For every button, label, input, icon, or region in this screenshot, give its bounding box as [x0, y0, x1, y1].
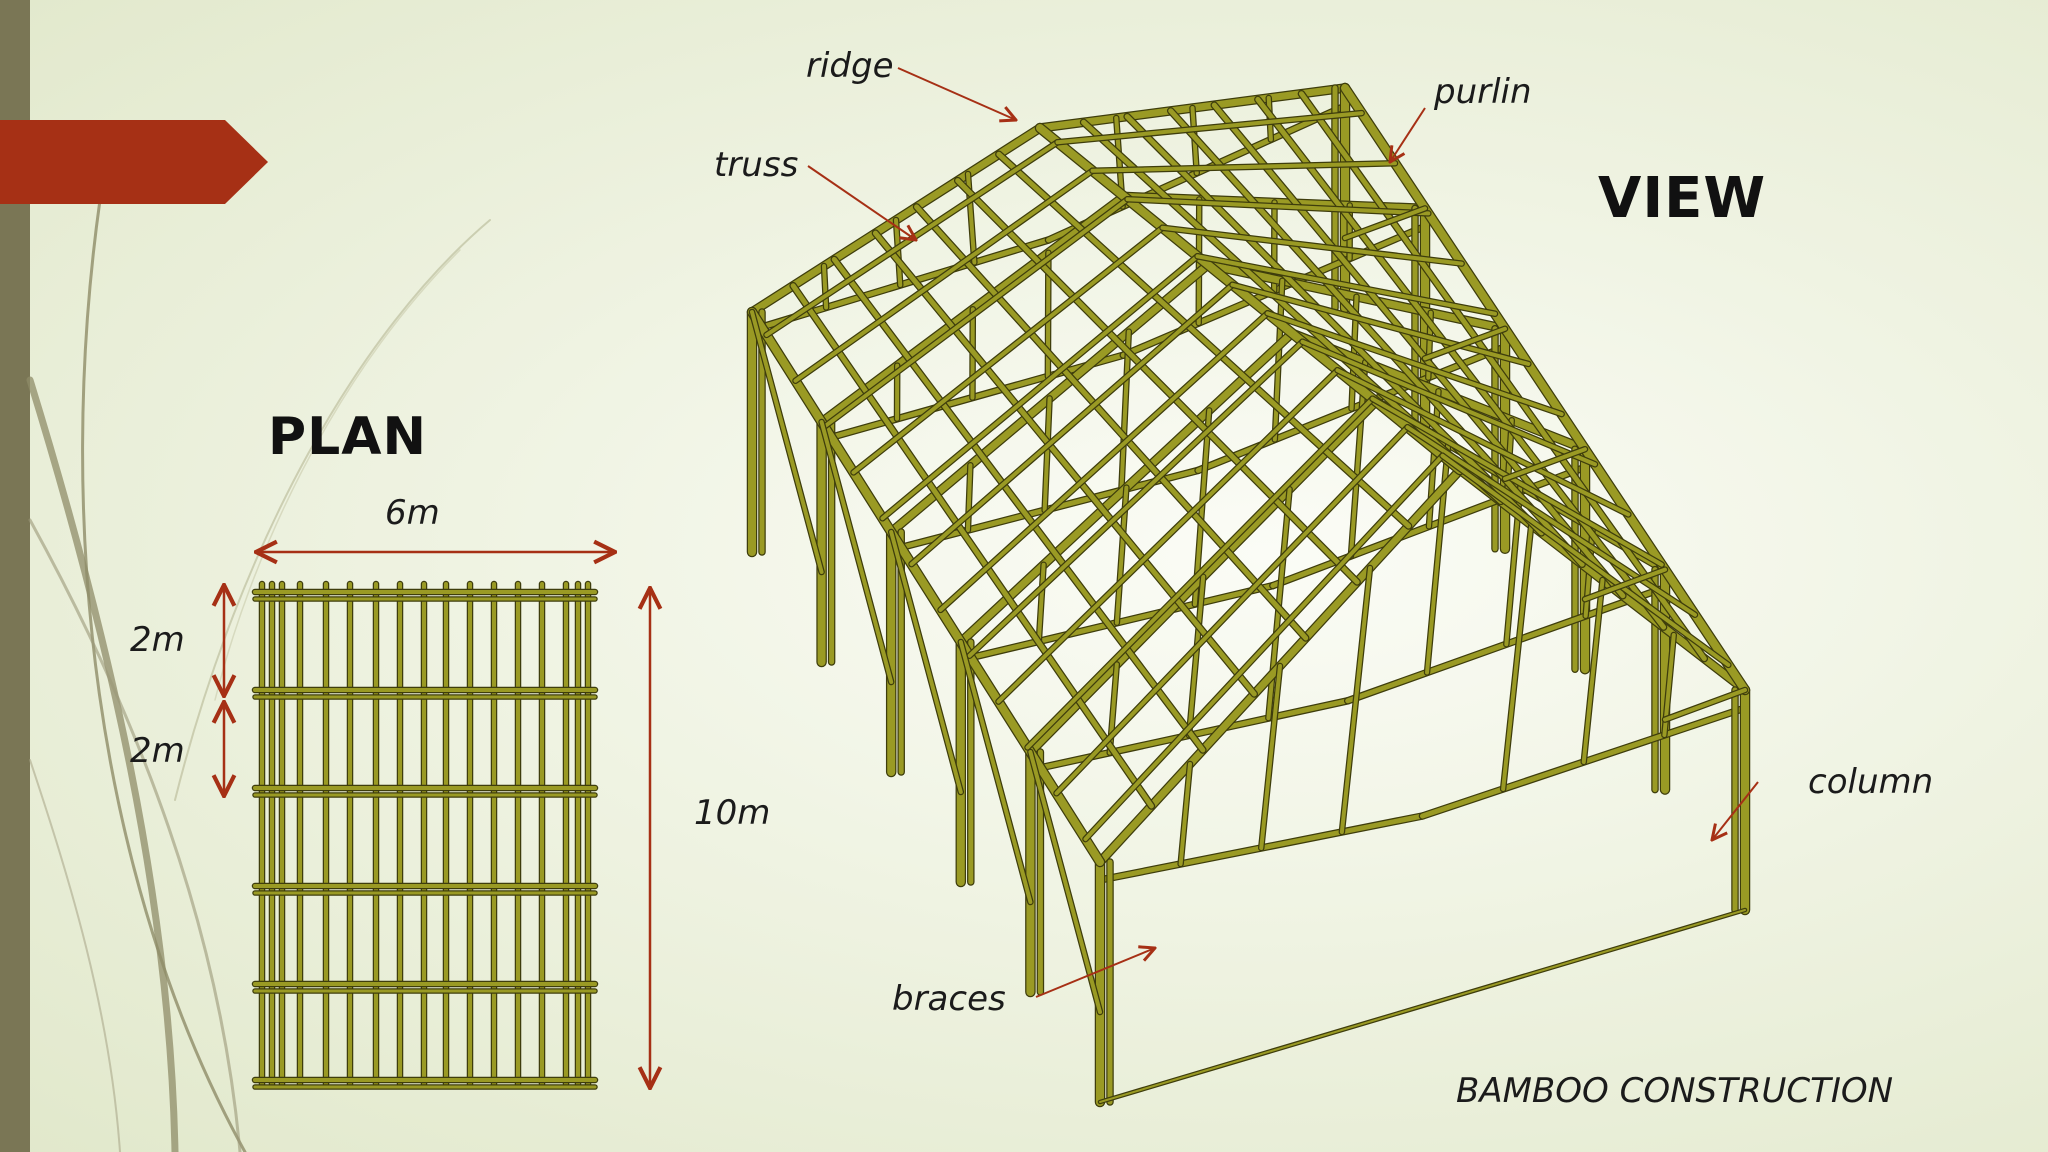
truss-web — [965, 463, 973, 533]
rafter — [880, 254, 1200, 521]
truss-web — [1042, 396, 1052, 513]
rafter — [1440, 453, 1731, 667]
label-truss: truss — [714, 145, 799, 185]
rafter — [1025, 396, 1375, 750]
rafter — [909, 282, 1235, 567]
purlin — [872, 230, 1257, 697]
brace — [958, 640, 1033, 904]
rafter — [1300, 339, 1597, 467]
eave-beam — [748, 308, 1104, 866]
plan-bay-label-1: 2m — [130, 620, 185, 660]
purlin — [1255, 96, 1667, 630]
purlin — [831, 256, 1206, 753]
rafter — [822, 197, 1130, 429]
brace — [750, 310, 824, 574]
purlin-leader — [1390, 107, 1426, 162]
rafter — [1195, 254, 1497, 316]
rafter — [1160, 225, 1464, 266]
purlin — [914, 204, 1309, 641]
truss-web — [822, 264, 829, 310]
rafter — [1405, 425, 1697, 617]
view-title: VIEW — [1598, 166, 1767, 231]
ground-line — [1099, 909, 1746, 1103]
truss-web — [1187, 574, 1206, 738]
plan-length-label: 10m — [694, 793, 771, 833]
brace — [1583, 567, 1667, 602]
rafter — [1230, 282, 1531, 366]
purlin — [1211, 102, 1626, 599]
column-leader — [1712, 781, 1759, 840]
brace — [819, 420, 894, 684]
label-braces: braces — [892, 979, 1006, 1019]
rafter — [1265, 311, 1564, 417]
brace — [1423, 326, 1507, 361]
plan-title: PLAN — [268, 407, 428, 467]
brace — [1663, 688, 1747, 722]
ridge-beam — [1036, 124, 1464, 474]
brace — [889, 530, 963, 794]
rafter — [793, 168, 1095, 383]
truss-leader — [807, 165, 916, 240]
rafter — [1125, 197, 1431, 216]
rafter — [1090, 161, 1397, 173]
rafter — [851, 225, 1165, 475]
truss-web — [1501, 523, 1534, 791]
purlin — [996, 151, 1412, 529]
brace — [1028, 750, 1102, 1014]
plan-width-label: 6m — [385, 493, 440, 533]
purlin — [1081, 119, 1504, 504]
rafter — [1083, 453, 1445, 842]
truss-web — [1339, 566, 1372, 834]
rafter — [967, 339, 1305, 658]
bamboo-frame-3d — [746, 82, 1751, 1108]
truss-web — [894, 218, 903, 287]
rafter — [1370, 396, 1664, 567]
label-column: column — [1808, 762, 1934, 802]
decorative-curves — [26, 198, 491, 1152]
ridge-leader — [897, 67, 1016, 120]
rafter — [996, 368, 1340, 704]
purlin — [1124, 114, 1544, 536]
rafter — [1335, 368, 1631, 517]
brace — [1503, 447, 1587, 481]
rafter — [1055, 111, 1364, 145]
plan-bay-label-2: 2m — [130, 731, 185, 771]
truss-web — [1178, 762, 1192, 866]
truss-web — [1036, 562, 1046, 644]
label-purlin: purlin — [1434, 72, 1532, 112]
truss-web — [1259, 664, 1282, 850]
purlin — [1298, 91, 1707, 662]
label-ridge: ridge — [806, 46, 894, 86]
plan-grid — [251, 580, 599, 1090]
brace — [1343, 206, 1427, 240]
accent-arrow-tab — [0, 120, 268, 204]
footer-caption: BAMBOO CONSTRUCTION — [1456, 1071, 1894, 1111]
truss-web — [1581, 578, 1605, 764]
rafter — [1054, 425, 1410, 796]
purlin — [955, 178, 1360, 585]
purlin — [1168, 108, 1585, 567]
truss-web — [1119, 329, 1131, 493]
rafter — [938, 311, 1270, 612]
braces-leader — [1035, 948, 1155, 998]
purlin — [790, 283, 1154, 809]
plan-dimension-arrows — [224, 552, 650, 1088]
eave-beam — [1341, 84, 1749, 694]
